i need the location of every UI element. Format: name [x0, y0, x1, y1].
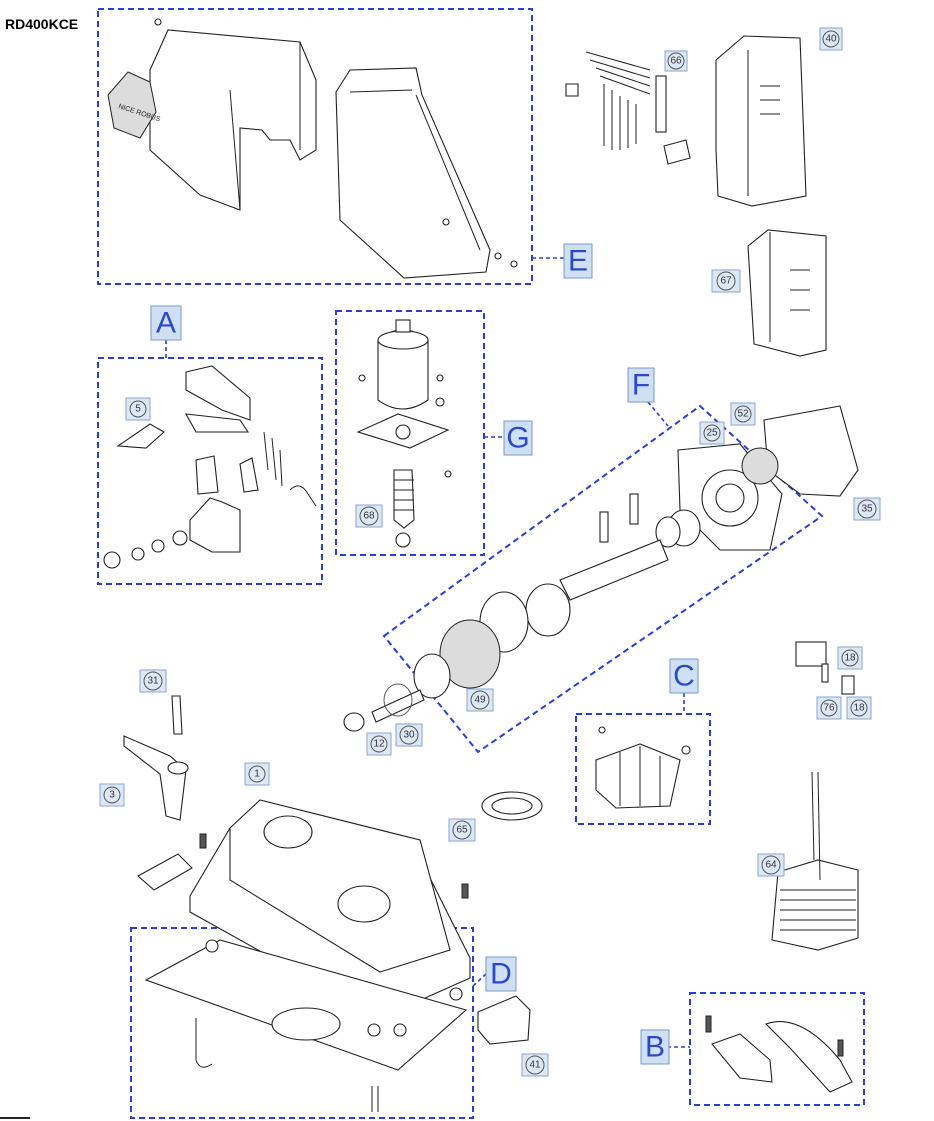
- svg-text:12: 12: [373, 739, 385, 750]
- svg-text:18: 18: [844, 653, 856, 664]
- svg-text:31: 31: [147, 676, 159, 687]
- svg-text:49: 49: [474, 695, 486, 706]
- part-callout-66: 66: [664, 50, 688, 72]
- part-callout-67: 67: [711, 269, 741, 293]
- svg-text:64: 64: [765, 860, 777, 871]
- svg-text:30: 30: [403, 730, 415, 741]
- svg-text:76: 76: [823, 703, 835, 714]
- base-and-plate-art: [137, 799, 531, 1112]
- group-outline-G: [335, 310, 485, 556]
- group-label-E: E: [563, 243, 593, 279]
- svg-text:65: 65: [456, 825, 468, 836]
- group-A-parts-art: [103, 365, 317, 569]
- svg-text:67: 67: [720, 276, 732, 287]
- part-callout-18-top: 18: [837, 646, 863, 670]
- part-callout-76: 76: [816, 696, 842, 720]
- group-outline-A: [97, 357, 323, 585]
- cover-housing-art: NICE ROBUS: [107, 18, 518, 279]
- part-callout-30: 30: [395, 723, 423, 747]
- svg-text:25: 25: [706, 428, 718, 439]
- part-callout-65: 65: [448, 818, 476, 842]
- group-letter-E: E: [568, 245, 588, 278]
- group-leader-D: [472, 973, 487, 987]
- svg-text:52: 52: [737, 409, 749, 420]
- group-label-F: F: [627, 367, 655, 403]
- group-label-G: G: [503, 420, 533, 456]
- group-letter-C: C: [673, 660, 695, 693]
- group-outline-C: [575, 713, 711, 825]
- part-callout-1: 1: [244, 762, 270, 786]
- svg-text:40: 40: [825, 34, 837, 45]
- group-letter-G: G: [506, 422, 529, 455]
- group-leader-F: [647, 401, 669, 427]
- part-callout-52: 52: [730, 402, 756, 426]
- svg-text:3: 3: [109, 790, 115, 801]
- svg-text:18: 18: [853, 703, 865, 714]
- group-label-A: A: [150, 305, 182, 341]
- group-C-switch-art: [595, 726, 691, 809]
- part-callout-40: 40: [819, 27, 843, 51]
- group-outline-F: [382, 404, 824, 754]
- group-letter-D: D: [490, 958, 512, 991]
- part-callout-31: 31: [139, 669, 167, 693]
- group-label-D: D: [485, 956, 517, 992]
- model-code: RD400KCE: [5, 16, 79, 32]
- misc-parts-art: [123, 641, 859, 1093]
- svg-text:35: 35: [861, 504, 873, 515]
- part-callout-49: 49: [466, 688, 494, 712]
- group-F-gear-art: [343, 405, 859, 732]
- group-label-B: B: [640, 1029, 670, 1065]
- group-letter-A: A: [156, 307, 176, 340]
- group-letter-F: F: [632, 369, 650, 402]
- part-callout-12: 12: [366, 732, 392, 756]
- group-outline-B: [689, 992, 865, 1106]
- wiring-and-board-art: [565, 35, 827, 357]
- part-callout-5: 5: [125, 397, 151, 421]
- group-outline-E: [97, 8, 533, 285]
- part-callout-64: 64: [757, 853, 785, 877]
- svg-text:68: 68: [363, 511, 375, 522]
- part-callout-3: 3: [99, 783, 125, 807]
- part-callout-68: 68: [355, 504, 383, 528]
- group-label-C: C: [669, 658, 699, 694]
- svg-text:1: 1: [254, 769, 260, 780]
- part-callout-35: 35: [853, 497, 881, 521]
- svg-text:41: 41: [529, 1060, 541, 1071]
- group-letter-B: B: [645, 1031, 665, 1064]
- part-callout-41: 41: [521, 1053, 549, 1077]
- svg-text:66: 66: [670, 56, 682, 67]
- group-G-motor-art: [356, 319, 452, 548]
- svg-text:5: 5: [135, 404, 141, 415]
- part-callout-18-bottom: 18: [846, 696, 872, 720]
- part-callout-25: 25: [699, 421, 725, 445]
